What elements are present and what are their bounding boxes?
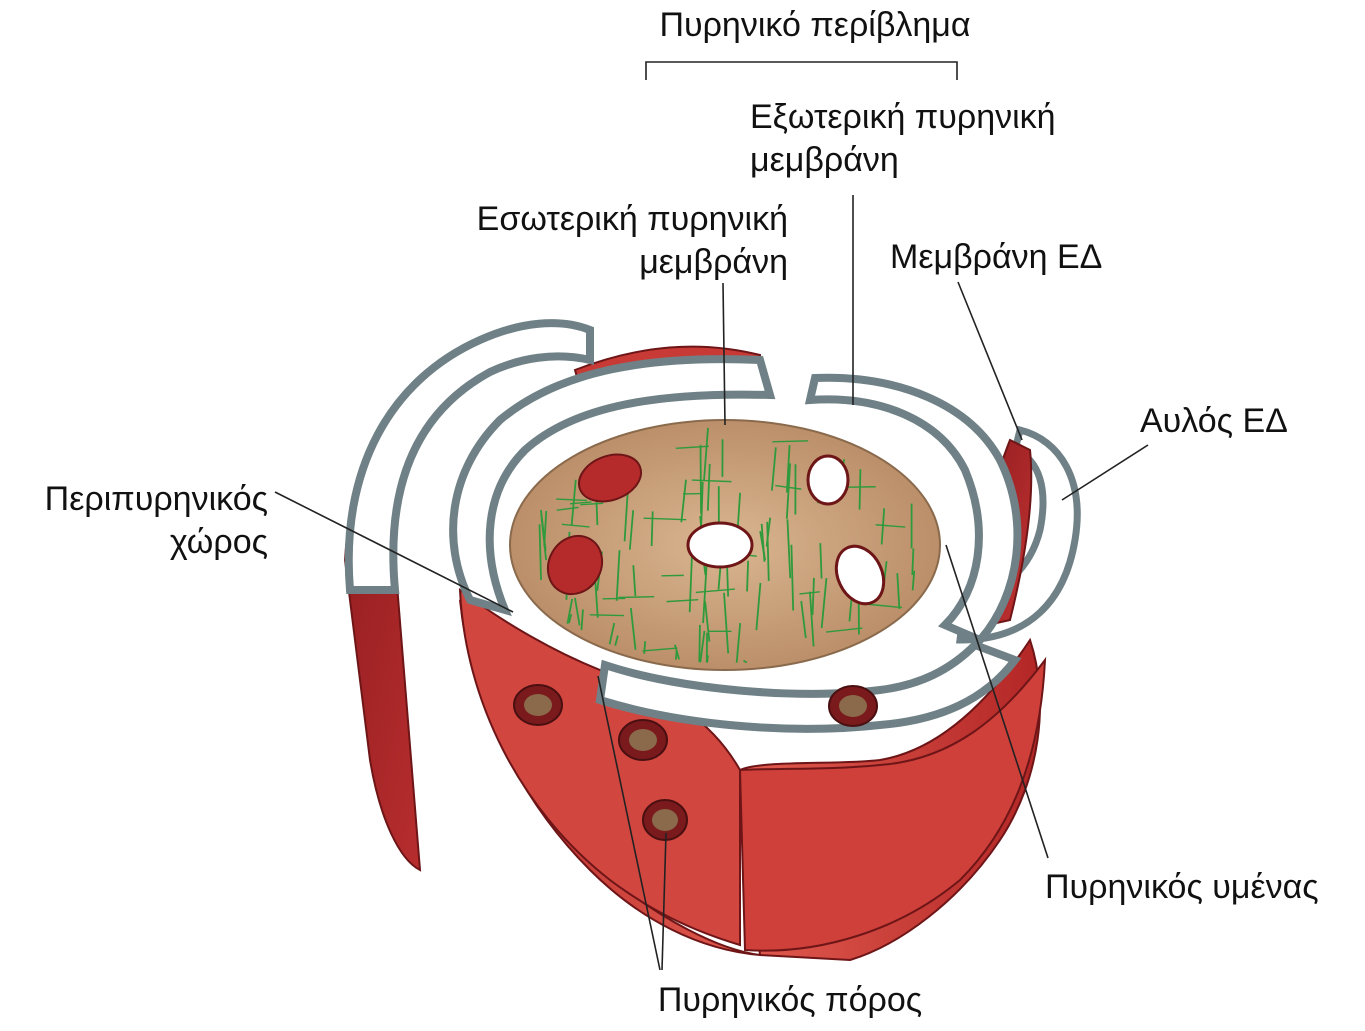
label-outer-membrane: Εξωτερική πυρηνική μεμβράνη [750,96,1056,182]
leader-er-lumen [1062,445,1148,500]
label-er-membrane: Μεμβράνη ΕΔ [890,236,1102,279]
pore-inner-3 [688,523,752,567]
lamina-fiber [644,641,645,653]
lamina-fiber [596,499,597,525]
label-inner-membrane: Εσωτερική πυρηνική μεμβράνη [430,198,788,284]
bracket-nuclear-envelope [646,62,957,80]
lamina-fiber [912,548,913,575]
lamina-fiber [820,543,821,578]
lamina-fiber [618,597,654,598]
lamina-fiber [652,511,653,546]
lamina-fiber [747,561,748,592]
leader-inner-membrane [723,283,725,425]
lamina-fiber [699,625,700,662]
lamina-fiber [860,469,861,509]
lamina-fiber [701,445,702,514]
pore-inner-4 [808,456,848,504]
label-nuclear-envelope: Πυρηνικό περίβλημα [630,4,1000,47]
label-er-lumen: Αυλός ΕΔ [1140,400,1288,443]
lamina-fiber [707,655,708,662]
label-nuclear-lamina: Πυρηνικός υμένας [1045,866,1319,909]
label-perinuclear-space: Περιπυρηνικός χώρος [0,478,268,564]
label-nuclear-pore: Πυρηνικός πόρος [600,979,980,1022]
lamina-fiber [590,615,624,616]
